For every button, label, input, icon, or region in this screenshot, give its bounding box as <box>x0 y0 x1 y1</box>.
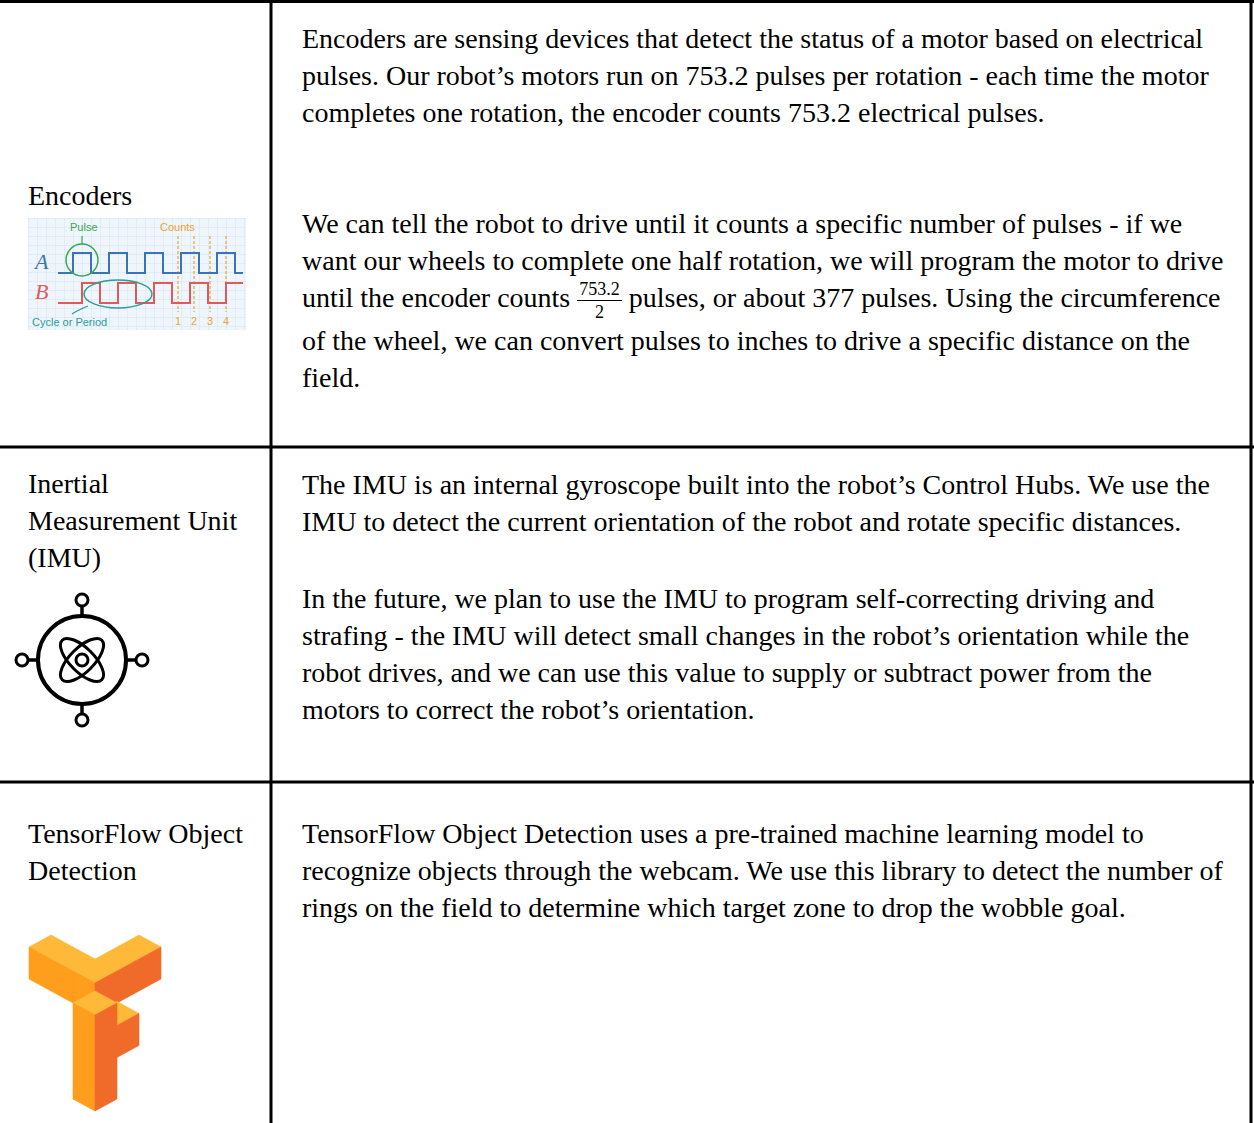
body-text: The IMU is an internal gyroscope built i… <box>302 469 1210 537</box>
fraction: 753.22 <box>577 279 622 322</box>
channel-label: A <box>35 249 48 274</box>
fraction-denominator: 2 <box>595 302 604 322</box>
counts-label: Counts <box>160 221 195 233</box>
count-number: 4 <box>223 315 229 327</box>
body-text: Encoders are sensing devices that detect… <box>302 23 1209 128</box>
figure-label: Pulse <box>70 221 98 234</box>
logo-face <box>73 1003 95 1111</box>
channel-label: B <box>35 279 48 304</box>
figure-label: Cycle or Period <box>32 316 107 329</box>
row-heading: Encoders <box>28 177 264 214</box>
body-paragraph: Encoders are sensing devices that detect… <box>302 20 1227 131</box>
body-paragraph: The IMU is an internal gyroscope built i… <box>302 466 1227 540</box>
row-heading: Inertial Measurement Unit (IMU) <box>28 465 264 576</box>
body-paragraph: TensorFlow Object Detection uses a pre-t… <box>302 815 1227 926</box>
figure-label: 1 <box>175 315 181 328</box>
pulse-label: Pulse <box>70 221 98 233</box>
logo-face <box>95 1003 117 1111</box>
fraction-numerator: 753.2 <box>579 279 620 299</box>
count-number: 1 <box>175 315 181 327</box>
count-number: 2 <box>191 315 197 327</box>
tensorflow-logo <box>29 935 161 1111</box>
body-text: TensorFlow Object Detection uses a pre-t… <box>302 818 1223 923</box>
logo-face <box>117 1013 139 1057</box>
encoder-illustration <box>28 218 246 330</box>
body-paragraph: We can tell the robot to drive until it … <box>302 205 1227 396</box>
row-heading: Encoders <box>28 180 132 211</box>
row-heading: TensorFlow Object Detection <box>28 818 243 886</box>
figure-label: 3 <box>207 315 213 328</box>
imu-icon <box>16 594 148 726</box>
figure-label: 2 <box>191 315 197 328</box>
body-paragraph: In the future, we plan to use the IMU to… <box>302 580 1227 728</box>
figure-label: A <box>35 250 48 274</box>
figure-label: 4 <box>223 315 229 328</box>
figure-label: Counts <box>160 221 195 234</box>
row-heading: Inertial Measurement Unit (IMU) <box>28 468 237 573</box>
row-heading: TensorFlow Object Detection <box>28 815 264 889</box>
figure-label: B <box>35 280 48 304</box>
body-text: In the future, we plan to use the IMU to… <box>302 583 1189 725</box>
cycle-label: Cycle or Period <box>32 316 107 328</box>
count-number: 3 <box>207 315 213 327</box>
